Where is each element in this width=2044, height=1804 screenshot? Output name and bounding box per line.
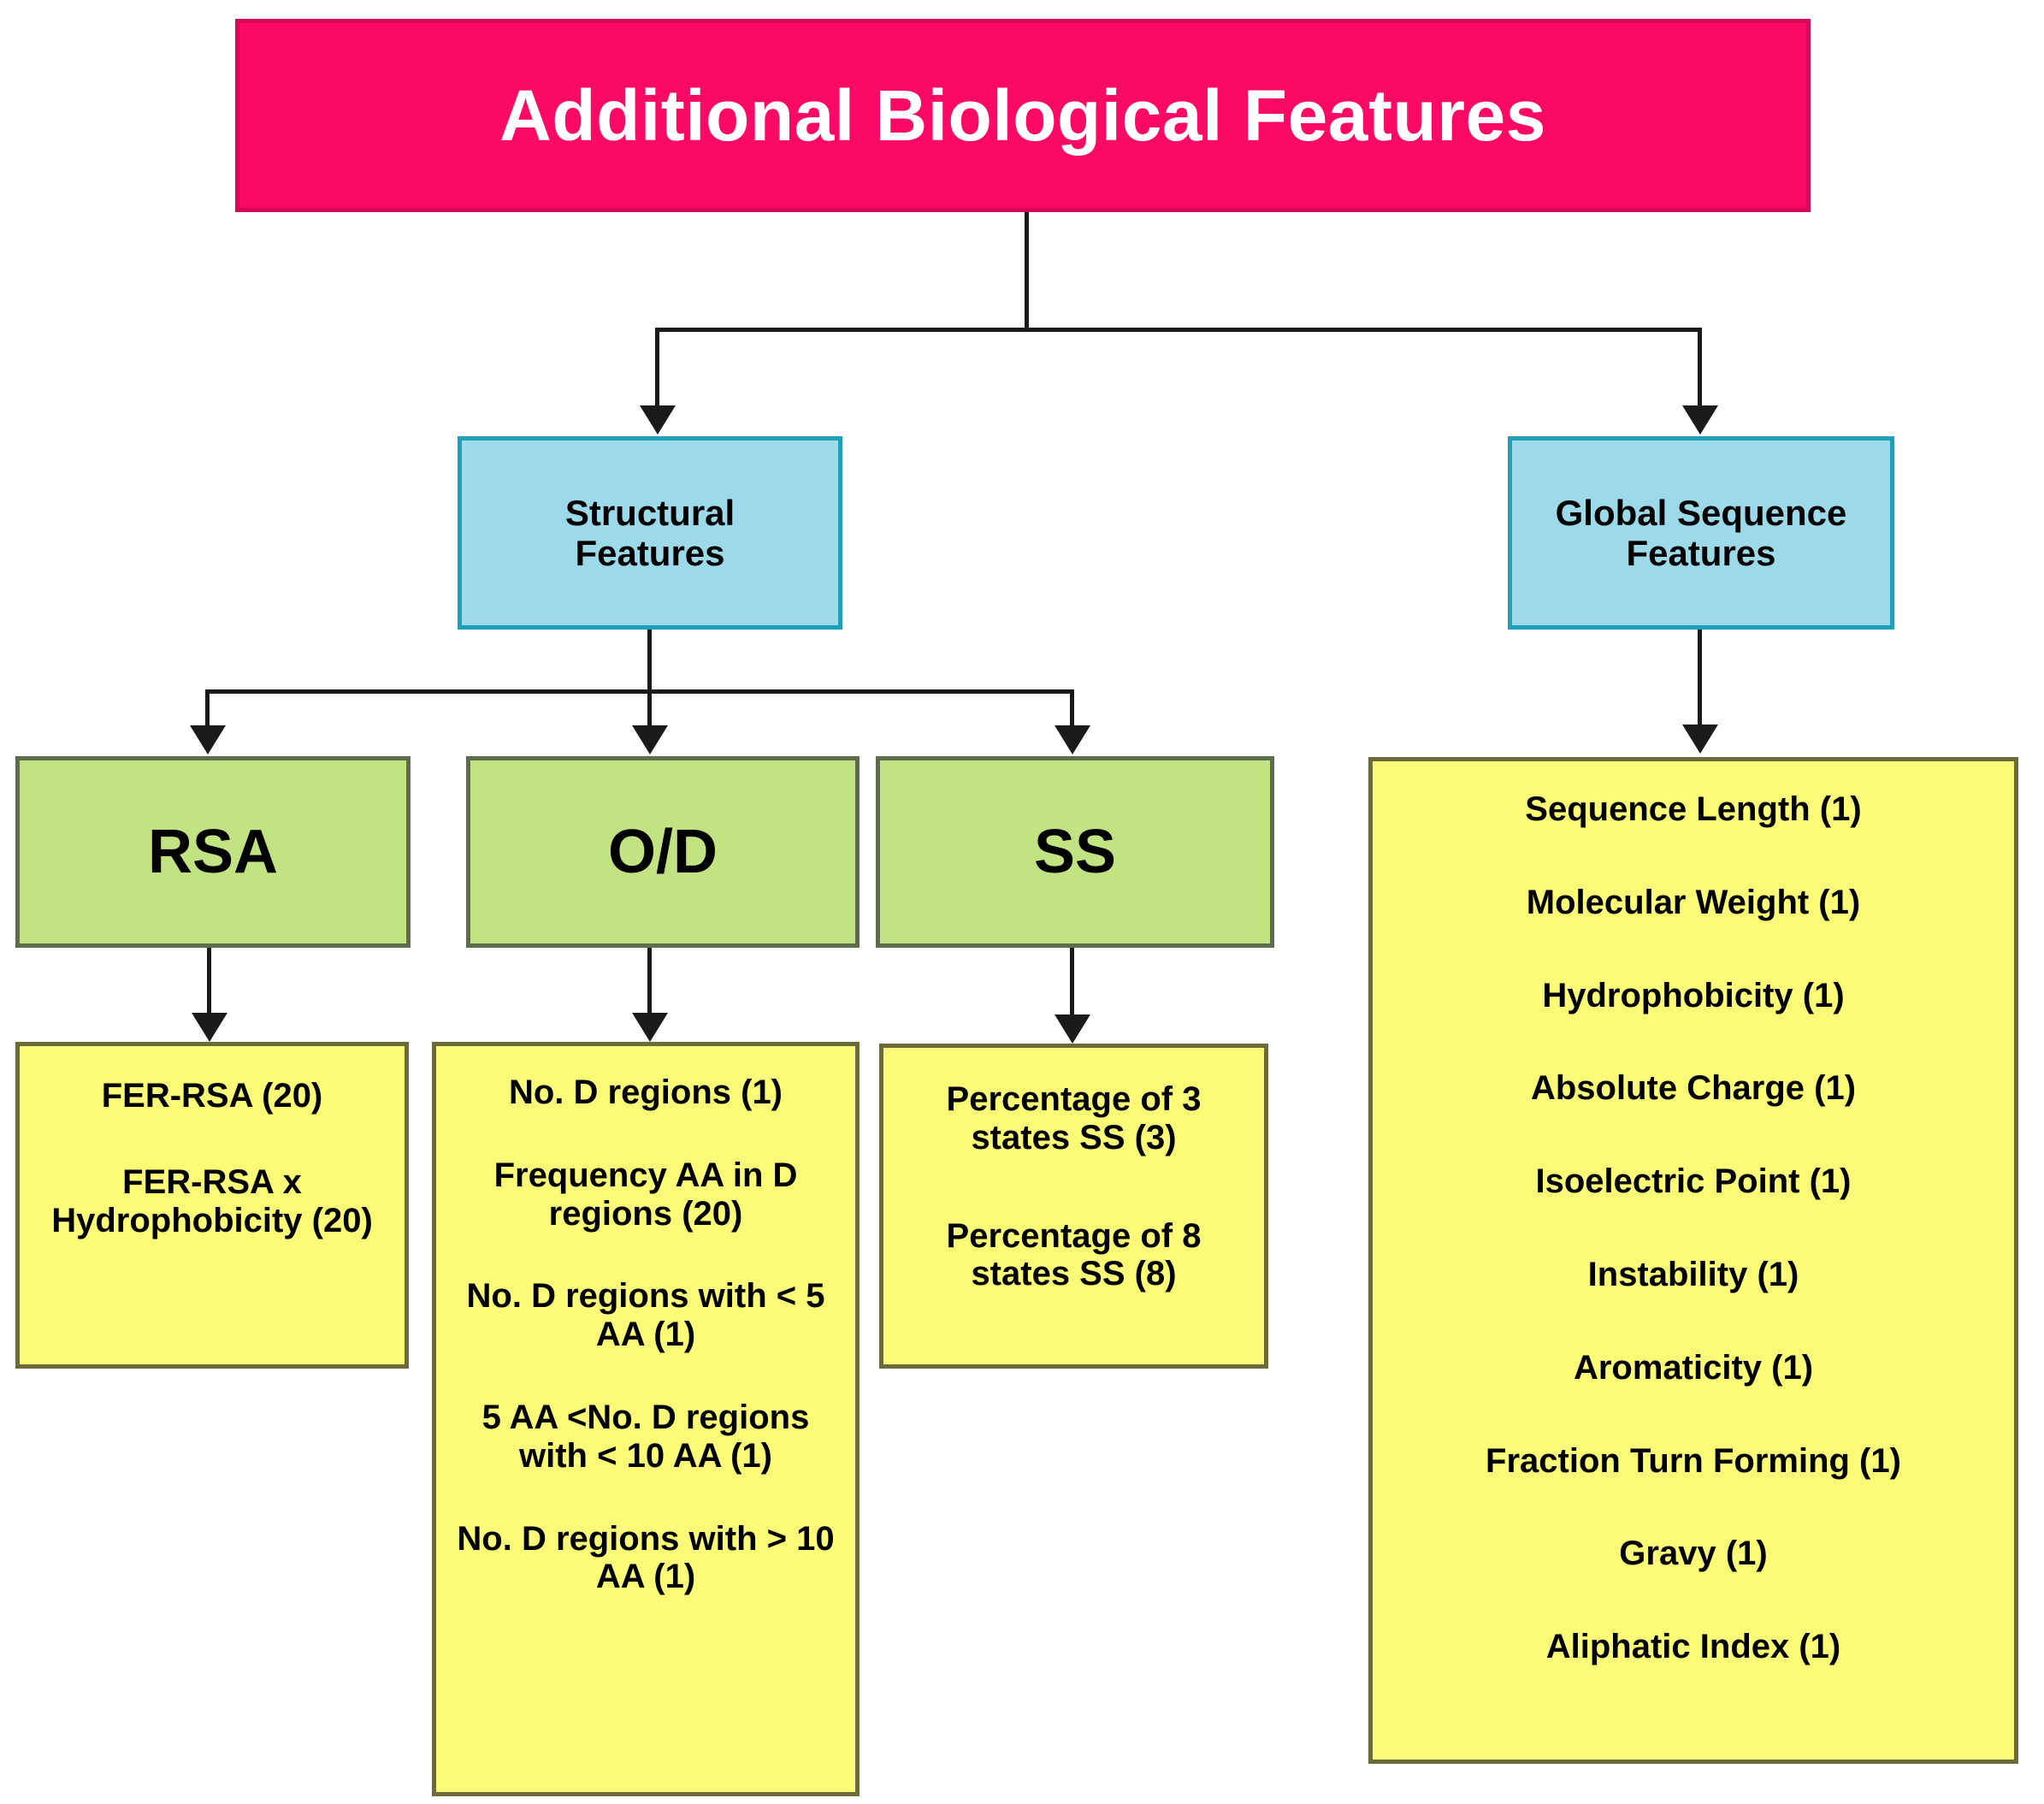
arrow-head-to-global-features [1682, 725, 1718, 754]
edge-structural-to-ss [1070, 689, 1074, 727]
diagram-title-text: Additional Biological Features [499, 74, 1546, 156]
subcategory-label-od: O/D [607, 817, 718, 886]
edge-structural-trunk [647, 630, 652, 694]
feature-item: Isoelectric Point (1) [1535, 1162, 1852, 1201]
arrow-head-rsa-features [192, 1013, 227, 1042]
feature-item: Fraction Turn Forming (1) [1486, 1441, 1901, 1480]
edge-od-to-features [647, 948, 652, 1014]
edge-structural-bus [205, 689, 1074, 694]
edge-title-bus [655, 328, 1702, 332]
feature-item: FER-RSA x Hydrophobicity (20) [51, 1162, 373, 1239]
arrow-head-to-rsa [190, 725, 226, 754]
feature-list-od: No. D regions (1) Frequency AA in D regi… [432, 1042, 860, 1796]
arrow-head-to-od [632, 725, 668, 754]
feature-item: FER-RSA (20) [101, 1077, 323, 1115]
feature-item: 5 AA <No. D regions with < 10 AA (1) [481, 1398, 810, 1475]
arrow-head-od-features [632, 1013, 668, 1042]
feature-item: Gravy (1) [1619, 1535, 1768, 1573]
arrow-head-to-structural [640, 405, 676, 435]
feature-list-rsa: FER-RSA (20) FER-RSA x Hydrophobicity (2… [15, 1042, 409, 1369]
feature-item: Frequency AA in D regions (20) [493, 1156, 798, 1233]
arrow-head-ss-features [1054, 1014, 1090, 1044]
edge-title-trunk [1025, 212, 1029, 331]
subcategory-box-rsa: RSA [15, 756, 411, 948]
edge-structural-to-od [647, 689, 652, 727]
category-label-line2: Features [575, 533, 725, 573]
feature-item: Aliphatic Index (1) [1545, 1628, 1841, 1666]
category-label-line1: Structural [564, 492, 735, 533]
feature-item: Percentage of 8 states SS (8) [946, 1216, 1202, 1293]
edge-structural-to-rsa [205, 689, 210, 727]
edge-title-to-structural [655, 328, 659, 407]
feature-item: No. D regions with < 5 AA (1) [466, 1277, 825, 1354]
feature-item: Percentage of 3 states SS (3) [946, 1080, 1202, 1156]
subcategory-box-ss: SS [876, 756, 1274, 948]
category-label-line1: Global Sequence [1555, 492, 1847, 533]
arrow-head-to-global [1682, 405, 1718, 435]
feature-item: No. D regions with > 10 AA (1) [457, 1519, 835, 1596]
edge-ss-to-features [1070, 948, 1074, 1016]
feature-item: Instability (1) [1587, 1255, 1799, 1293]
category-box-structural-features: Structural Features [458, 436, 842, 630]
category-box-global-sequence-features: Global Sequence Features [1508, 436, 1894, 630]
subcategory-label-rsa: RSA [147, 817, 278, 886]
edge-rsa-to-features [207, 948, 211, 1014]
category-label-line2: Features [1626, 533, 1776, 573]
subcategory-label-ss: SS [1033, 817, 1117, 886]
feature-item: Sequence Length (1) [1525, 790, 1862, 828]
feature-list-ss: Percentage of 3 states SS (3) Percentage… [879, 1044, 1268, 1369]
feature-list-global-sequence: Sequence Length (1) Molecular Weight (1)… [1368, 757, 2018, 1764]
arrow-head-to-ss [1054, 725, 1090, 754]
feature-item: Molecular Weight (1) [1526, 883, 1861, 921]
feature-item: No. D regions (1) [508, 1074, 783, 1111]
edge-global-to-features [1698, 630, 1702, 725]
edge-title-to-global [1698, 328, 1702, 407]
feature-item: Absolute Charge (1) [1530, 1069, 1857, 1108]
feature-item: Hydrophobicity (1) [1542, 976, 1845, 1014]
diagram-title-box: Additional Biological Features [235, 19, 1811, 212]
subcategory-box-od: O/D [466, 756, 860, 948]
feature-item: Aromaticity (1) [1573, 1348, 1814, 1387]
